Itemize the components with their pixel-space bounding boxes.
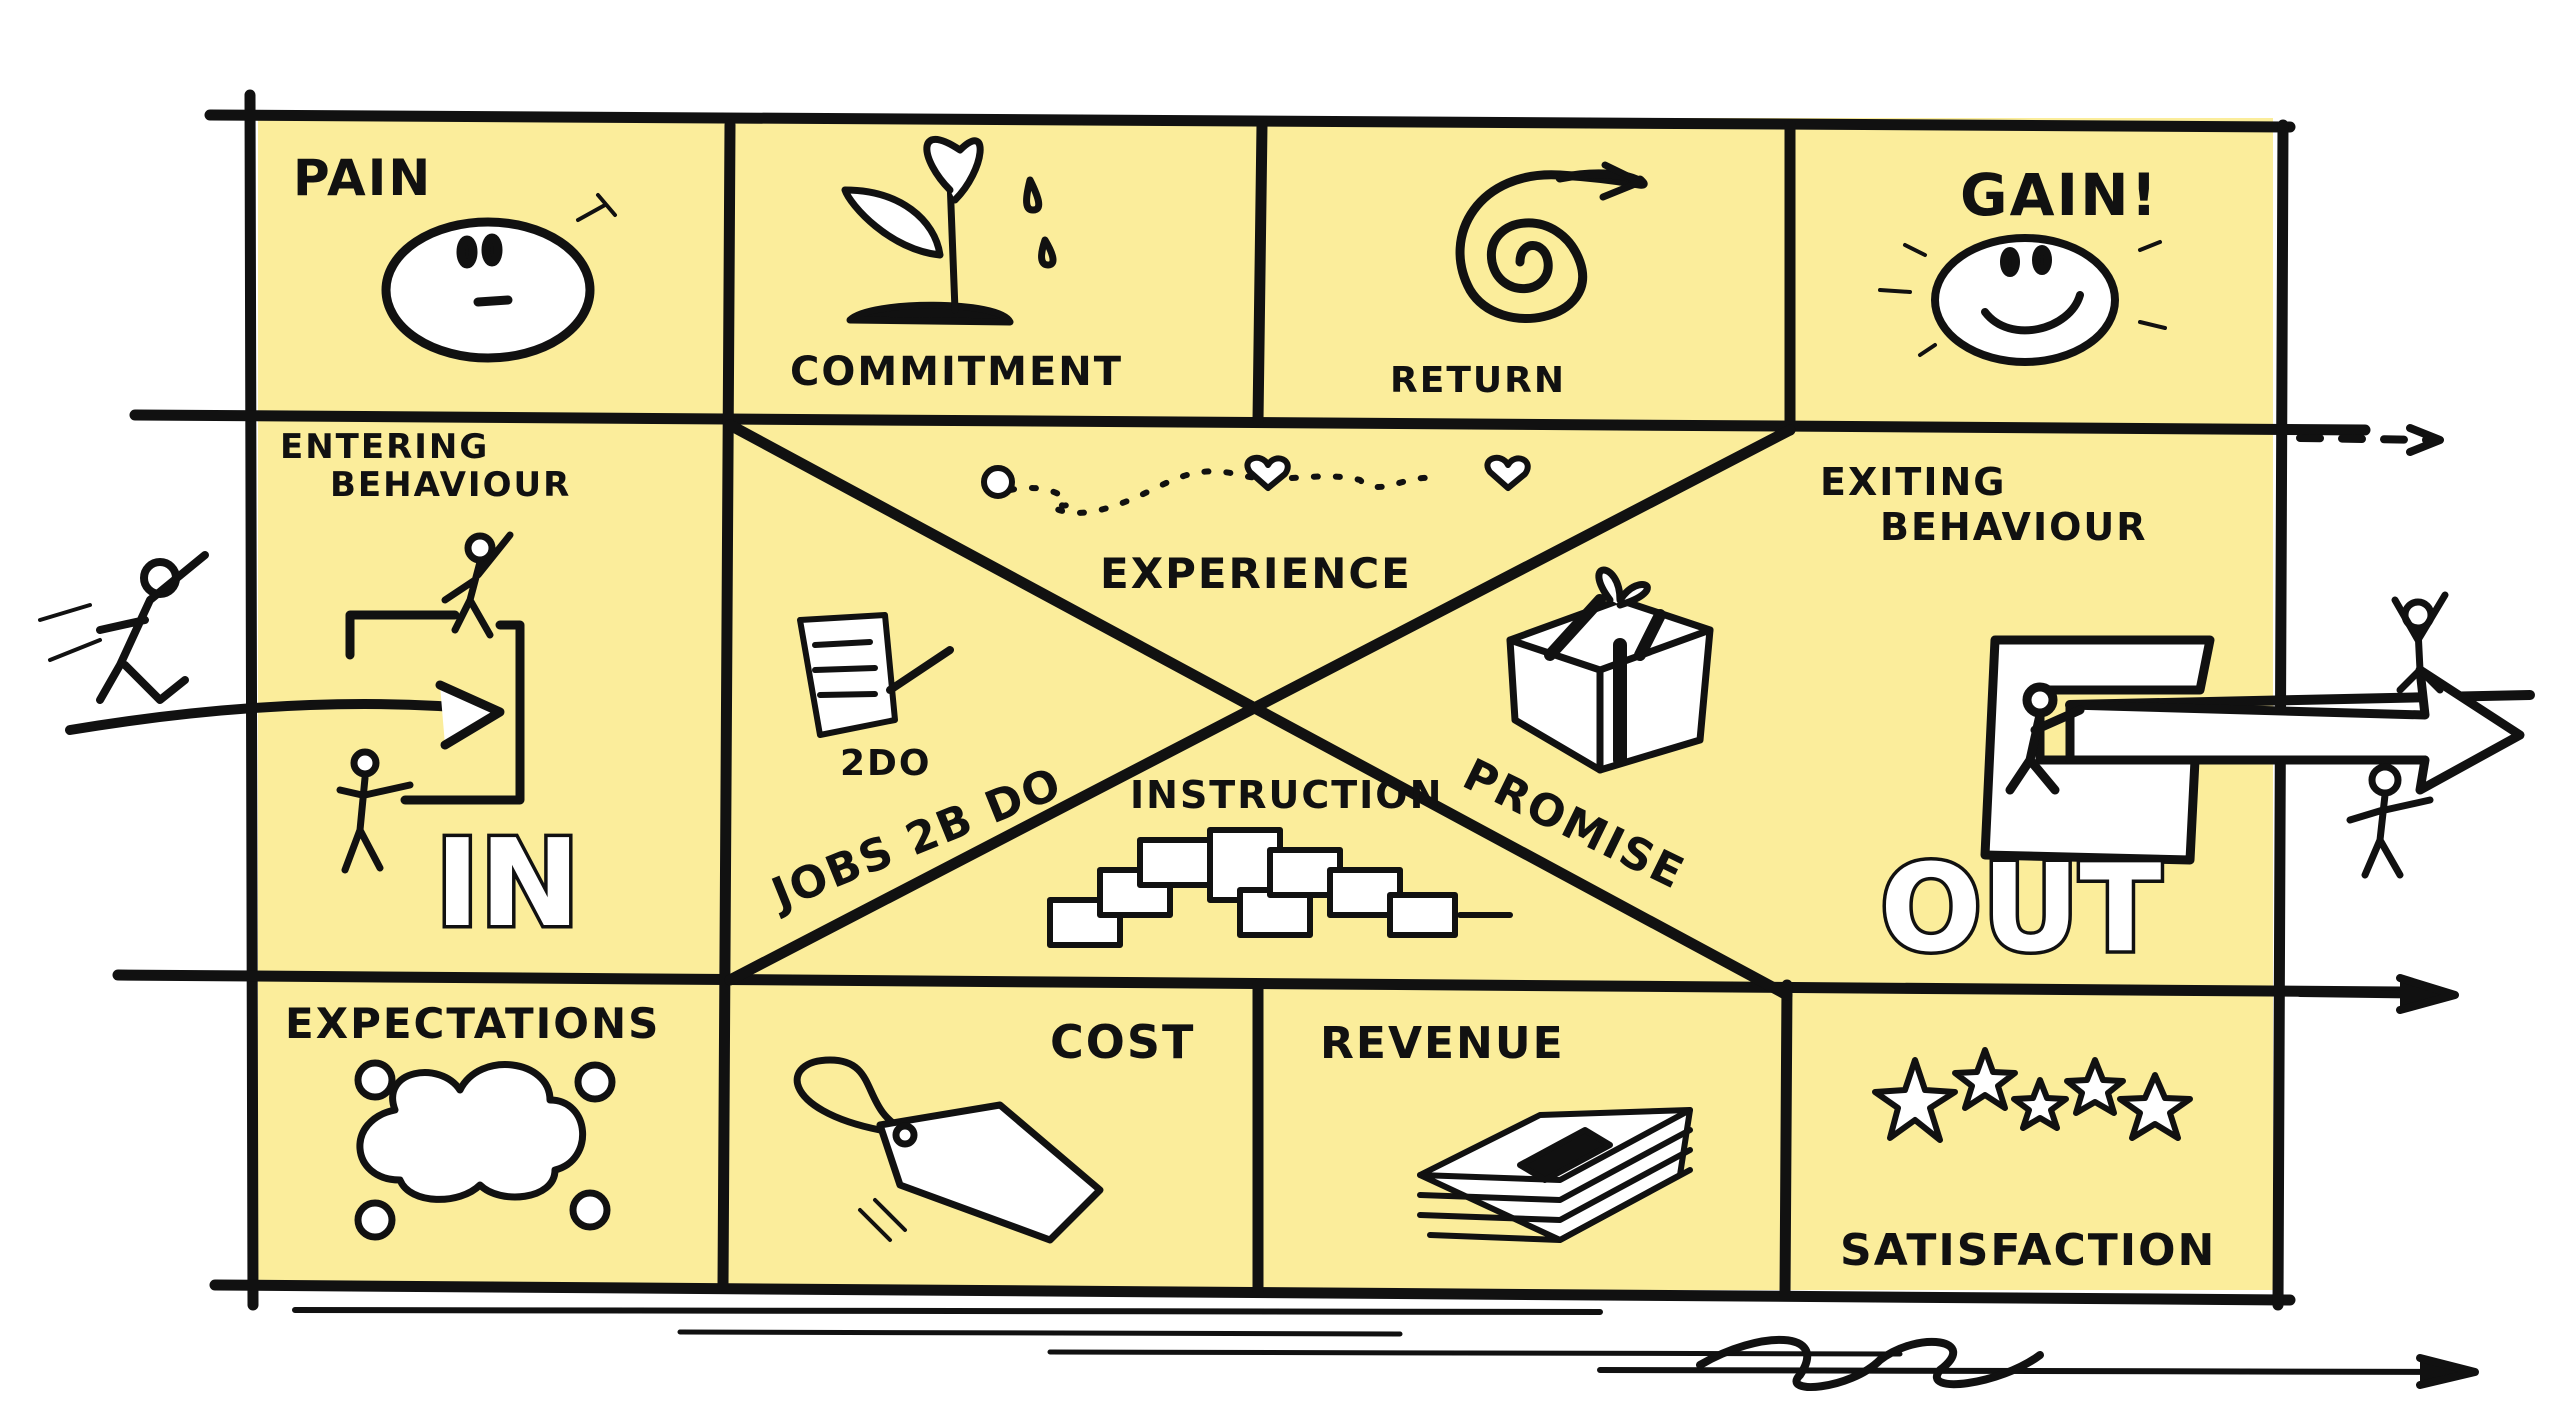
exiting-label: EXITING <box>1820 460 2006 504</box>
person-icon <box>2346 591 2449 879</box>
entering-label: ENTERING <box>280 427 489 467</box>
behaviour-out-label: BEHAVIOUR <box>1880 505 2148 549</box>
cost-label: COST <box>1050 1015 1195 1069</box>
in-label: IN <box>435 815 580 954</box>
todo-list-icon <box>797 612 954 738</box>
plant-icon <box>841 135 1057 326</box>
experience-label: EXPERIENCE <box>1100 549 1412 598</box>
satisfaction-label: SATISFACTION <box>1840 1225 2216 1276</box>
flow-arrows <box>292 424 2479 1391</box>
instruction-label: INSTRUCTION <box>1130 773 1443 817</box>
expectations-label: EXPECTATIONS <box>285 999 660 1048</box>
spiral-icon <box>1455 161 1648 323</box>
door-out-icon <box>1980 635 2535 865</box>
door-in-icon <box>65 610 525 805</box>
todo-label: 2DO <box>840 743 932 784</box>
out-label: OUT <box>1880 840 2161 979</box>
gain-label: GAIN! <box>1960 161 2159 229</box>
commitment-label: COMMITMENT <box>790 349 1123 395</box>
person-icon <box>38 551 209 704</box>
money-stack-icon <box>1417 1107 1693 1243</box>
behaviour-in-label: BEHAVIOUR <box>330 465 571 505</box>
return-label: RETURN <box>1390 360 1566 401</box>
small-person-icon <box>336 531 514 874</box>
cloud-icon <box>354 1059 616 1241</box>
gift-icon <box>1506 566 1714 774</box>
cards-icon <box>1047 827 1513 948</box>
smiley-sun-icon <box>1878 234 2167 366</box>
sad-face-icon <box>381 193 617 363</box>
price-tag-icon <box>793 1056 1104 1244</box>
revenue-label: REVENUE <box>1320 1018 1565 1069</box>
path-hearts-icon <box>981 454 1531 516</box>
stars-icon <box>1872 1047 2193 1143</box>
pain-label: PAIN <box>293 149 432 207</box>
